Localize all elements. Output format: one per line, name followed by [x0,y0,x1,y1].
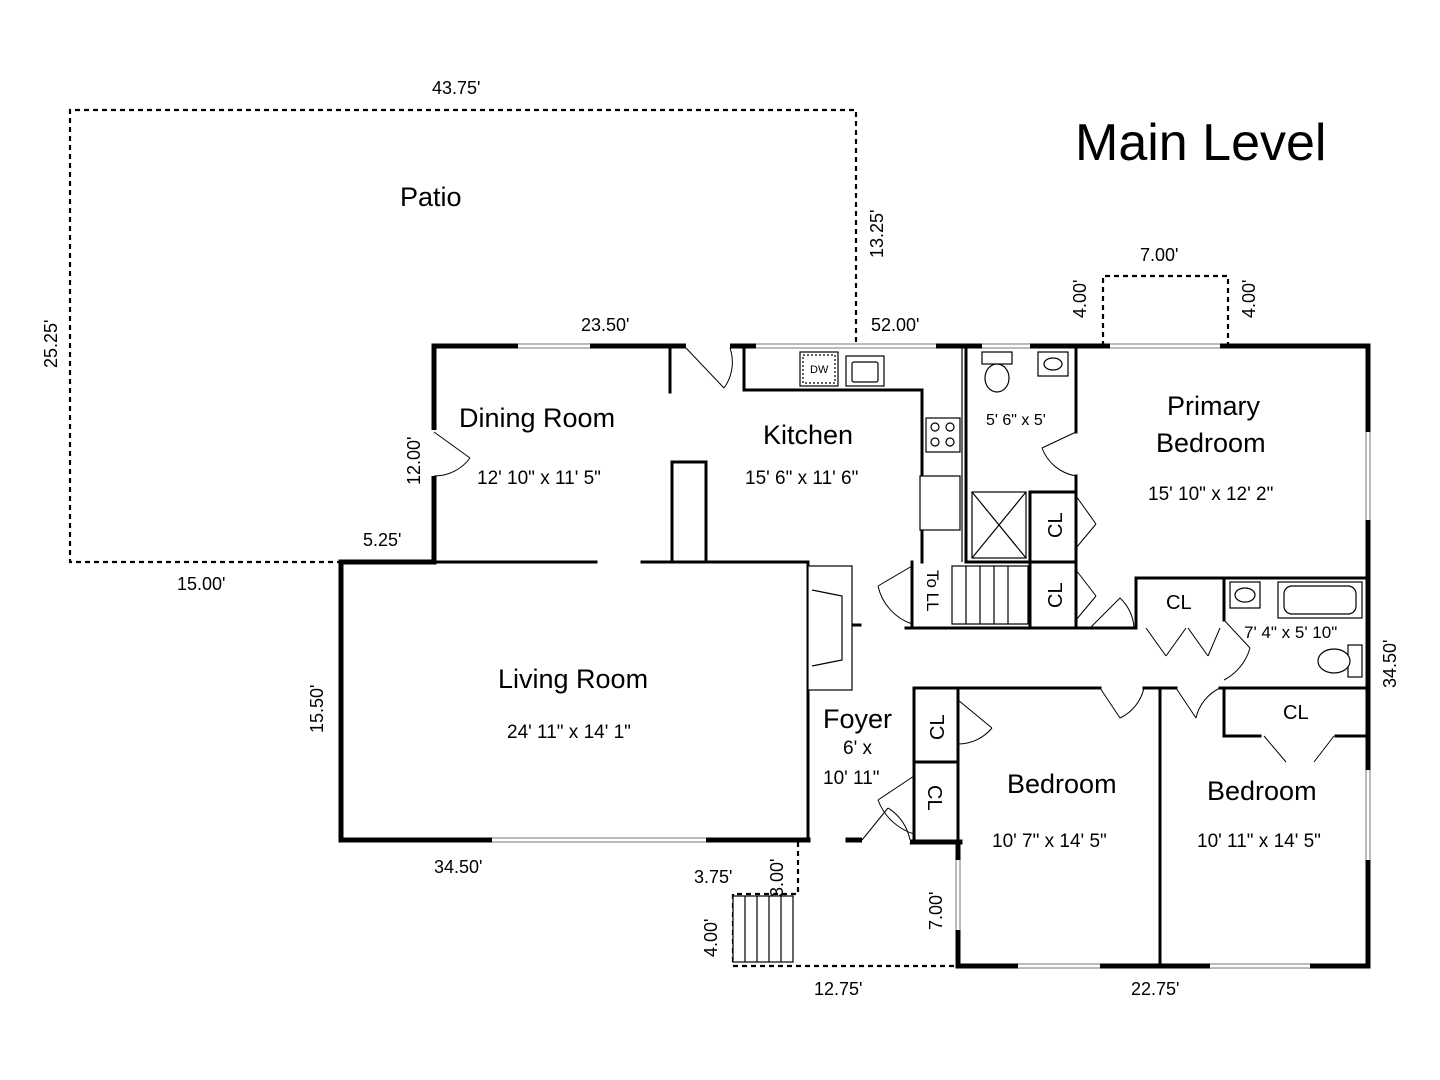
closet-label: CL [1045,512,1067,538]
dimension-labels: 43.75' 13.25' 25.25' 15.00' 23.50' 52.00… [41,78,1400,999]
bedroom-2-name: Bedroom [1207,776,1317,806]
primary-bedroom-name-1: Primary [1167,391,1260,421]
closet-label: CL [1045,582,1067,608]
primary-bedroom-name-2: Bedroom [1156,428,1266,458]
walkway-outline [731,842,958,968]
kitchen-fixtures: DW [799,351,961,531]
closet-label: CL [927,714,949,740]
living-room-name: Living Room [498,664,648,694]
closet-label: CL [1166,592,1192,614]
dining-room-size: 12' 10" x 11' 5" [477,468,601,489]
foyer-name: Foyer [823,704,892,734]
full-bath-fixtures [1229,581,1363,678]
patio-outline [68,108,858,564]
dim-stoop-width: 3.75' [694,867,732,887]
fireplace [807,565,853,691]
dim-bump-left: 4.00' [1070,280,1090,318]
closet-label: CL [1283,702,1309,724]
dining-room-name: Dining Room [459,403,615,433]
bedroom-2-size: 10' 11" x 14' 5" [1197,831,1321,852]
dim-dining-top: 23.50' [581,315,629,335]
doors [433,347,1335,841]
primary-bedroom-size: 15' 10" x 12' 2" [1148,484,1273,505]
living-room-size: 24' 11" x 14' 1" [507,722,631,743]
dim-living-bottom: 34.50' [434,857,482,877]
half-bath-size: 5' 6" x 5' [986,412,1046,429]
stairs-label: To LL [923,570,942,612]
dim-patio-bottom: 15.00' [177,574,225,594]
dim-bed-left: 7.00' [926,892,946,930]
closet-label: CL [923,785,945,811]
patio-label: Patio [400,182,462,212]
bedroom-1-size: 10' 7" x 14' 5" [992,831,1107,852]
dim-steps-depth: 4.00' [701,919,721,957]
foyer-size-2: 10' 11" [823,768,880,789]
dishwasher-label: DW [810,364,829,376]
dim-stoop-depth: 3.00' [767,859,787,897]
bedroom-1-name: Bedroom [1007,769,1117,799]
bath-size: 7' 4" x 5' 10" [1244,623,1337,642]
dim-walk-bottom: 12.75' [814,979,862,999]
plan-title: Main Level [1075,114,1326,172]
dim-living-left: 15.50' [307,685,327,733]
dim-bed-bottom: 22.75' [1131,979,1179,999]
dim-dining-left: 12.00' [404,437,424,485]
foyer-size-1: 6' x [843,738,872,759]
dim-bump-right: 4.00' [1239,280,1259,318]
dim-patio-right: 13.25' [867,210,887,258]
windows [430,342,1372,970]
dim-dining-step: 5.25' [363,530,401,550]
half-bath-fixtures [971,351,1069,559]
dim-patio-left: 25.25' [41,320,61,368]
kitchen-name: Kitchen [763,420,853,450]
stairs [732,565,1029,963]
dim-kitchen-top: 52.00' [871,315,919,335]
bump-out-outline [1101,274,1230,346]
dim-right-side: 34.50' [1380,640,1400,688]
dim-bump-top: 7.00' [1140,245,1178,265]
dim-patio-top: 43.75' [432,78,480,98]
kitchen-size: 15' 6" x 11' 6" [745,468,858,489]
